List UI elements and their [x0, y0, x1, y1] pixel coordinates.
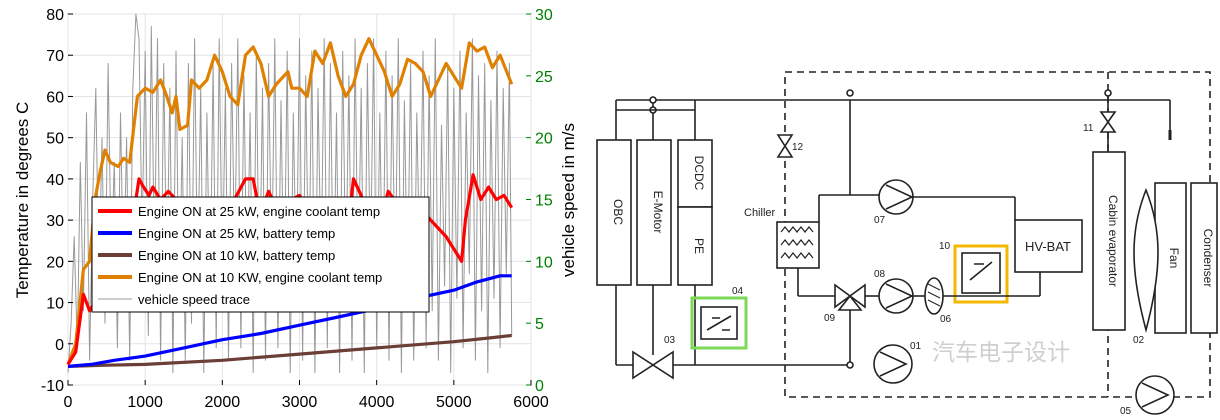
pump-07: [878, 179, 914, 215]
valve-12: [776, 134, 794, 158]
y-tick-label: 60: [46, 89, 64, 106]
right-axis-ticks: 0 5 10 15 20 25 30: [526, 7, 553, 395]
y2-tick-label: 25: [535, 69, 553, 86]
y-tick-label: -10: [41, 378, 64, 395]
cabin-evaporator-label: Cabin evaporator: [1106, 195, 1120, 287]
emotor-label: E-Motor: [651, 191, 665, 234]
x-tick-label: 1000: [127, 394, 163, 411]
hvbat-label: HV-BAT: [1025, 239, 1071, 254]
y-tick-label: 80: [46, 7, 64, 24]
compressor-01-arrow-icon: [879, 351, 908, 377]
compressor-05-arrow-icon: [1141, 382, 1170, 408]
legend-box: [91, 196, 430, 313]
obc-label: OBC: [611, 199, 625, 225]
emotor-box: [636, 139, 672, 286]
junction: [649, 96, 657, 104]
watermark: 汽车电子设计: [932, 339, 1070, 365]
x-tick-label: 3000: [282, 394, 318, 411]
label-08: 08: [874, 269, 886, 280]
y2-tick-label: 15: [535, 193, 553, 210]
heater-06: [924, 277, 944, 315]
junction: [846, 89, 854, 97]
valve-11: [1099, 111, 1117, 133]
series-line-1: [67, 274, 512, 368]
compressor-01: [873, 344, 913, 384]
label-02: 02: [1133, 335, 1145, 346]
x-tick-label: 2000: [205, 394, 241, 411]
y2-tick-label: 30: [535, 7, 553, 24]
y-tick-label: 50: [46, 131, 64, 148]
chiller-box: [776, 221, 820, 269]
y2-tick-label: 5: [535, 316, 544, 333]
label-07: 07: [874, 215, 886, 226]
heater-06-coil-icon: [927, 283, 941, 307]
x-tick-label: 6000: [513, 394, 549, 411]
y-tick-label: 40: [46, 172, 64, 189]
chiller-coil-icon: [780, 226, 814, 259]
chiller-label: Chiller: [744, 207, 776, 219]
y2-tick-label: 20: [535, 131, 553, 148]
y2-tick-label: 0: [535, 378, 544, 395]
component-10: [961, 252, 1001, 294]
label-10: 10: [939, 241, 951, 252]
label-05: 05: [1120, 406, 1132, 415]
condenser-label: Condenser: [1201, 229, 1215, 288]
cabin-evaporator-box: [1092, 151, 1126, 331]
label-09: 09: [824, 313, 836, 324]
y-tick-label: 70: [46, 48, 64, 65]
x-tick-label: 4000: [359, 394, 395, 411]
label-12: 12: [792, 142, 804, 153]
legend-label-4: vehicle speed trace: [138, 292, 250, 307]
label-04: 04: [732, 286, 744, 297]
dcdc-label: DCDC: [692, 156, 706, 191]
series-line-2: [67, 333, 512, 368]
legend-label-2: Engine ON at 10 kW, battery temp: [138, 248, 335, 263]
dcdc-box: [677, 139, 713, 208]
x-tick-label: 5000: [436, 394, 472, 411]
label-03: 03: [664, 335, 676, 346]
y-tick-label: 10: [46, 296, 64, 313]
component-10-highlight: [953, 244, 1009, 304]
y2-axis-label: vehicle speed in m/s: [559, 123, 578, 277]
fan-box: [1154, 182, 1187, 334]
left-axis-ticks: -10 0 10 20 30 40 50 60 70 80: [41, 7, 73, 395]
component-04-highlight: [690, 296, 748, 350]
compressor-05: [1135, 375, 1175, 415]
legend-label-0: Engine ON at 25 kW, engine coolant temp: [138, 204, 380, 219]
hvbat-box: [1014, 219, 1083, 273]
condenser-box: [1190, 182, 1218, 334]
y-axis-label: Temperature in degrees C: [13, 102, 32, 299]
series-line-3: [66, 37, 514, 365]
junction: [1104, 89, 1112, 97]
valve-03: [632, 345, 674, 380]
fan-blade-icon: [1133, 187, 1159, 334]
junction: [846, 361, 854, 369]
y2-tick-label: 10: [535, 254, 553, 271]
obc-box: [596, 139, 632, 286]
label-06: 06: [940, 314, 952, 325]
label-11: 11: [1083, 123, 1094, 134]
valve-09: [834, 283, 866, 311]
sensor-10-icon: [969, 261, 993, 281]
x-axis-ticks: 0 1000 2000 3000 4000 5000 6000: [64, 380, 549, 411]
legend-label-3: Engine ON at 10 KW, engine coolant temp: [138, 270, 382, 285]
x-tick-label: 0: [64, 394, 73, 411]
pe-box: [677, 206, 713, 286]
label-01: 01: [910, 341, 922, 352]
y-tick-label: 20: [46, 254, 64, 271]
pump-08: [878, 278, 914, 314]
sensor-04-icon: [706, 315, 732, 331]
legend: Engine ON at 25 kW, engine coolant tempE…: [91, 196, 430, 313]
legend-label-1: Engine ON at 25 kW, battery temp: [138, 226, 335, 241]
pe-label: PE: [692, 238, 706, 254]
fan-label: Fan: [1167, 248, 1181, 269]
thermal-circuit-diagram: OBC E-Motor DCDC PE 03 04 07 HV-BAT 10: [596, 71, 1218, 417]
y-tick-label: 0: [55, 337, 64, 354]
y-tick-label: 30: [46, 213, 64, 230]
